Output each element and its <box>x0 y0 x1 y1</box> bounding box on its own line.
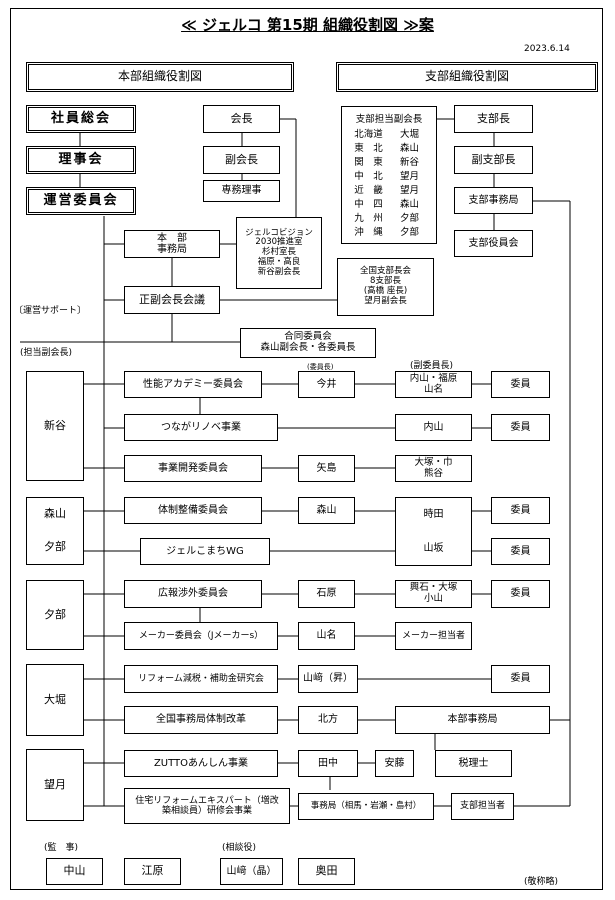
committee-seino: 性能アカデミー委員会 <box>124 371 262 398</box>
vice-seino: 内山・福原山名 <box>395 371 472 398</box>
vice-jigyo: 大塚・巾熊谷 <box>395 455 472 482</box>
advisor-2: 奥田 <box>298 858 355 885</box>
member-reform: 委員 <box>491 665 550 693</box>
vice-taisei-komachi: 時田山坂 <box>395 497 472 566</box>
box-godo: 合同委員会森山副会長・各委員長 <box>240 328 376 358</box>
label-iincho: (委員長) <box>307 363 334 371</box>
chair-zutto: 田中 <box>298 750 358 777</box>
auditor-2: 江原 <box>124 858 181 885</box>
label-fuku-iincho: (副委員長) <box>410 361 454 371</box>
box-kaicho: 会長 <box>203 105 280 133</box>
label-keisho: (敬称略) <box>524 877 559 887</box>
vice-zenkoku-jimu: 本部事務局 <box>395 706 550 734</box>
chair-expert: 事務局（相馬・岩瀬・島村） <box>298 793 434 820</box>
shibu-header: 支部組織役割図 <box>336 62 598 92</box>
committee-expert: 住宅リフォームエキスパート（増改築相談員）研修会事業 <box>124 788 290 824</box>
committee-jigyo: 事業開発委員会 <box>124 455 262 482</box>
committee-koho: 広報渉外委員会 <box>124 580 262 608</box>
date-label: 2023.6.14 <box>524 44 570 54</box>
group-niiya: 新谷 <box>26 371 84 481</box>
box-senmu: 専務理事 <box>203 180 280 202</box>
auditor-1: 中山 <box>46 858 103 885</box>
group-ohori: 大堀 <box>26 664 84 736</box>
page-title: ≪ ジェルコ 第15期 組織役割図 ≫案 <box>181 16 434 34</box>
label-sodan: (相談役) <box>222 843 257 853</box>
label-tanto-fuku: (担当副会長) <box>20 348 73 358</box>
box-sokai: 社員総会 <box>26 105 136 133</box>
label-kansa: (監 事) <box>44 843 79 853</box>
box-shibu-jimukyoku: 支部事務局 <box>454 187 533 214</box>
box-shibucho: 支部長 <box>454 105 533 133</box>
committee-taisei: 体制整備委員会 <box>124 497 262 524</box>
member-komachi: 委員 <box>491 538 550 565</box>
label-unei-support: 〔運営サポート〕 <box>14 306 87 316</box>
advisor-1: 山﨑（晶） <box>220 858 283 885</box>
member-taisei: 委員 <box>491 497 550 524</box>
vice-maker: メーカー担当者 <box>395 622 472 650</box>
vice-zutto: 安藤 <box>375 750 414 777</box>
page-frame <box>10 8 603 890</box>
member-seino: 委員 <box>491 371 550 398</box>
member-koho: 委員 <box>491 580 550 608</box>
group-mochizuki: 望月 <box>26 749 84 821</box>
chair-koho: 石原 <box>298 580 355 608</box>
chair-reform: 山﨑（昇） <box>298 665 358 693</box>
member-tsunagari: 委員 <box>491 414 550 441</box>
box-fukukaicho: 副会長 <box>203 146 280 174</box>
box-branch-officers: 支部担当副会長 北海道大堀 東 北森山 関 東新谷 中 北望月 近 畿望月 中 … <box>341 106 437 244</box>
chair-jigyo: 矢島 <box>298 455 355 482</box>
chair-zenkoku-jimu: 北方 <box>298 706 358 734</box>
chair-seino: 今井 <box>298 371 355 398</box>
box-honbu-jimukyoku: 本 部事務局 <box>124 230 220 258</box>
committee-reform: リフォーム減税・補助金研究会 <box>124 665 278 693</box>
vice-tsunagari: 内山 <box>395 414 472 441</box>
box-unei: 運営委員会 <box>26 187 136 215</box>
chair-taisei: 森山 <box>298 497 355 524</box>
committee-komachi: ジェルこまちWG <box>140 538 270 565</box>
committee-maker: メーカー委員会（Jメーカーs） <box>124 622 278 650</box>
committee-tsunagari: つながリノベ事業 <box>124 414 278 441</box>
box-shibu-yakuin: 支部役員会 <box>454 230 533 257</box>
group-yube: 夕部 <box>26 580 84 650</box>
committee-zutto: ZUTTOあんしん事業 <box>124 750 278 777</box>
box-sei-fuku-kaigi: 正副会長会議 <box>124 286 220 314</box>
extra-zutto: 税理士 <box>435 750 512 777</box>
vice-expert: 支部担当者 <box>451 793 514 820</box>
box-rijikai: 理事会 <box>26 146 136 174</box>
vice-koho: 興石・大塚小山 <box>395 580 472 608</box>
committee-zenkoku-jimu: 全国事務局体制改革 <box>124 706 278 734</box>
chair-maker: 山名 <box>298 622 355 650</box>
group-moriyama-yube: 森山夕部 <box>26 497 84 565</box>
honbu-header: 本部組織役割図 <box>26 62 294 92</box>
box-fukushibucho: 副支部長 <box>454 146 533 174</box>
